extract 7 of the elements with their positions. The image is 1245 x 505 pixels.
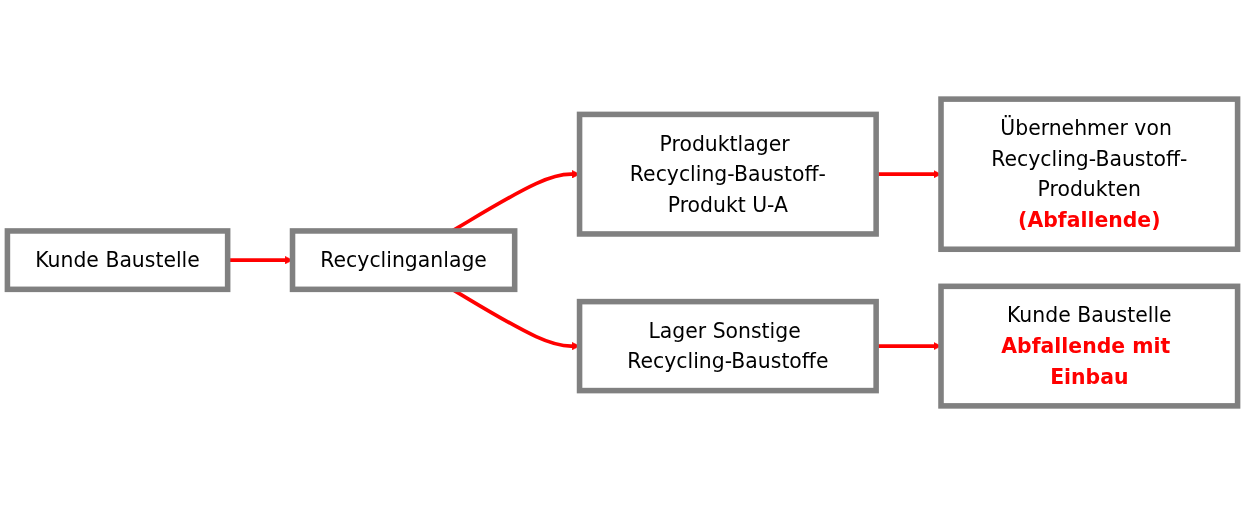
node-box: Recyclinganlage bbox=[289, 228, 518, 293]
node-box: Kunde Baustelle Abfallende mit Einbau bbox=[938, 283, 1241, 409]
arrow bbox=[227, 256, 293, 265]
node-box: Produktlager Recycling-Baustoff-Produkt U-A bbox=[576, 111, 879, 237]
node-box: Lager Sonstige Recycling-Baustoffe bbox=[576, 298, 879, 394]
node-box: Übernehmer von Recycling-Baustoff-Produkten (Abfallende) bbox=[938, 96, 1241, 253]
node-box: Kunde Baustelle bbox=[4, 228, 231, 293]
